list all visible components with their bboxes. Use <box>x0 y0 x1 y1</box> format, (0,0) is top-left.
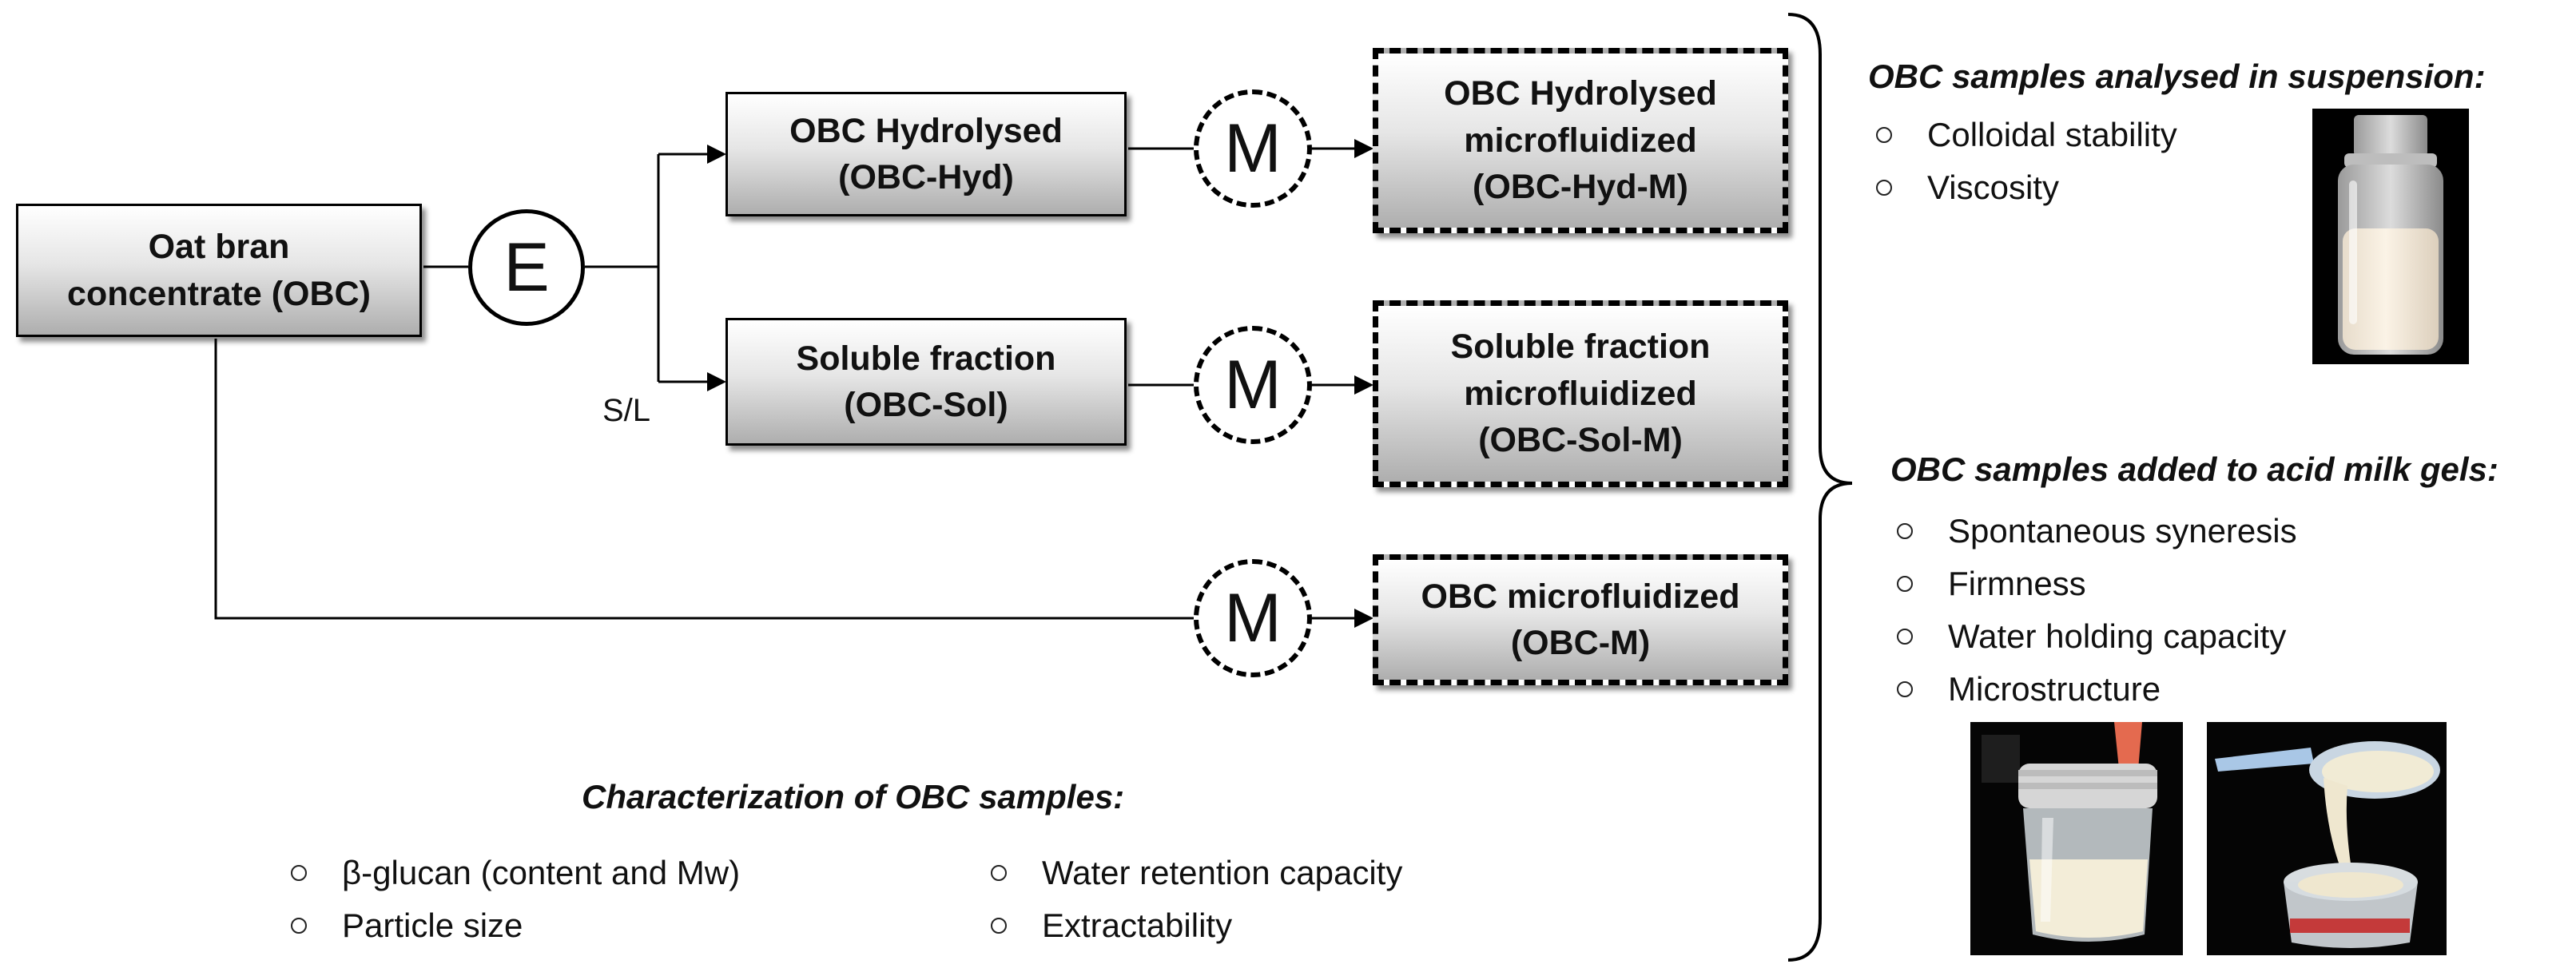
node-soluble-fraction-microfluidized: Soluble fraction microfluidized (OBC-Sol… <box>1373 300 1788 487</box>
bullet-icon <box>1876 127 1892 143</box>
suspension-heading: OBC samples analysed in suspension: <box>1868 58 2486 95</box>
operation-m-circle-obc: M <box>1194 559 1312 677</box>
list-item: Firmness <box>1897 557 2297 610</box>
characterization-list-right: Water retention capacity Extractability <box>991 847 1402 952</box>
node-oat-bran-concentrate: Oat bran concentrate (OBC) <box>16 204 422 337</box>
characterization-list-left: β-glucan (content and Mw) Particle size <box>291 847 740 952</box>
connector-obc-down-to-m <box>214 339 1194 620</box>
list-item: Extractability <box>991 899 1402 952</box>
milk-gels-heading: OBC samples added to acid milk gels: <box>1890 450 2498 488</box>
bullet-icon <box>1897 576 1913 592</box>
list-item: Water retention capacity <box>991 847 1402 899</box>
bullet-icon <box>991 918 1007 934</box>
curly-brace <box>1787 13 1853 962</box>
list-item: Particle size <box>291 899 740 952</box>
gel-cup-photo <box>1970 722 2183 955</box>
list-item: β-glucan (content and Mw) <box>291 847 740 899</box>
operation-m-circle-hyd: M <box>1194 89 1312 208</box>
suspension-vial-photo <box>2312 109 2469 364</box>
list-item: Colloidal stability <box>1876 109 2177 161</box>
bullet-icon <box>1876 180 1892 196</box>
list-item: Water holding capacity <box>1897 610 2297 663</box>
list-item: Viscosity <box>1876 161 2177 214</box>
split-label: S/L <box>602 393 651 428</box>
milk-gels-list: Spontaneous syneresis Firmness Water hol… <box>1897 505 2297 716</box>
bullet-icon <box>991 865 1007 881</box>
operation-m-circle-sol: M <box>1194 326 1312 444</box>
node-soluble-fraction: Soluble fraction (OBC-Sol) <box>725 318 1127 446</box>
list-item: Microstructure <box>1897 663 2297 716</box>
bullet-icon <box>291 865 307 881</box>
list-item: Spontaneous syneresis <box>1897 505 2297 557</box>
bullet-icon <box>1897 523 1913 539</box>
operation-e-circle: E <box>468 209 585 326</box>
bullet-icon <box>1897 681 1913 697</box>
bullet-icon <box>291 918 307 934</box>
gel-cup-illustration <box>1970 722 2183 955</box>
vial-illustration <box>2338 115 2443 355</box>
node-obc-hydrolysed-microfluidized: OBC Hydrolysed microfluidized (OBC-Hyd-M… <box>1373 48 1788 233</box>
suspension-list: Colloidal stability Viscosity <box>1876 109 2177 214</box>
node-obc-hydrolysed: OBC Hydrolysed (OBC-Hyd) <box>725 92 1127 216</box>
gel-spoon-illustration <box>2207 722 2447 955</box>
characterization-heading: Characterization of OBC samples: <box>582 778 1125 815</box>
bullet-icon <box>1897 629 1913 645</box>
node-obc-microfluidized: OBC microfluidized (OBC-M) <box>1373 554 1788 685</box>
gel-spoon-photo <box>2207 722 2447 955</box>
